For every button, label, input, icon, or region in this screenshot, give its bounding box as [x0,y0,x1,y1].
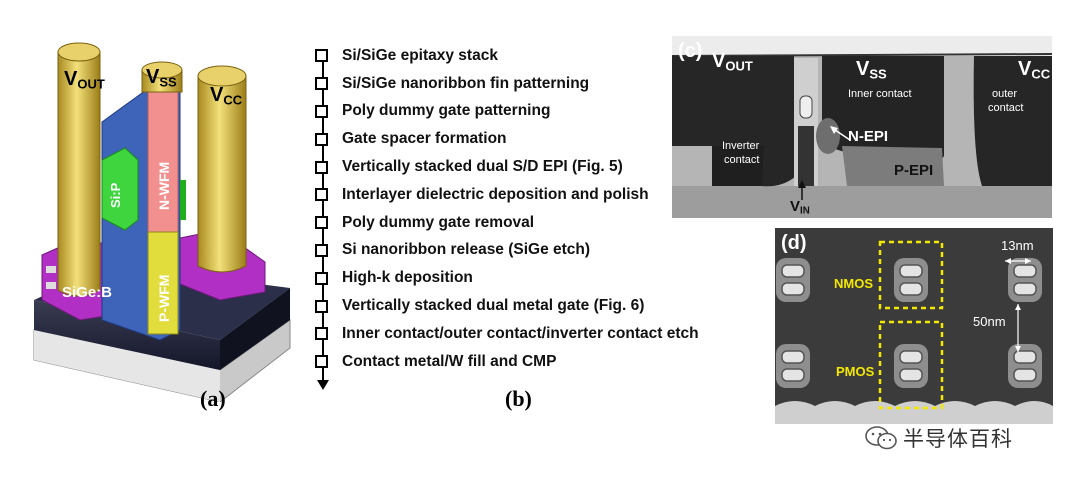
process-step-text: Inner contact/outer contact/inverter con… [342,324,699,342]
process-step: Poly dummy gate patterning [312,98,732,126]
caption-c: (c) [678,40,703,62]
nanoribbon [781,282,805,296]
si-p-label: Si:P [108,182,123,208]
vcc-label: VCC [210,84,243,108]
inverter-contact-label-1: Inverter [722,140,760,152]
tem-cross-section: (c) VOUT VSS VCC Inner contact outer con… [672,36,1052,218]
inverter-contact-label-2: contact [724,154,760,166]
pmos-label: PMOS [836,364,875,379]
step-marker-icon [315,271,328,285]
watermark: 半导体百科 [865,423,1013,453]
step-marker-icon [315,77,328,91]
process-step-text: Si/SiGe nanoribbon fin patterning [342,74,590,92]
watermark-text: 半导体百科 [903,427,1013,451]
process-step: High-k deposition [312,264,732,292]
process-step-text: Contact metal/W fill and CMP [342,352,557,370]
nanoribbon [899,264,923,278]
process-step: Poly dummy gate removal [312,209,732,237]
process-step: Interlayer dielectric deposition and pol… [312,181,732,209]
caption-a: (a) [200,386,226,411]
step-marker-icon [315,188,328,202]
nanoribbon [1013,368,1037,382]
process-step-text: Interlayer dielectric deposition and pol… [342,185,649,203]
nanoribbon [899,350,923,364]
step-marker-icon [315,299,328,313]
si-p [101,147,139,231]
process-step: Gate spacer formation [312,125,732,153]
process-step: Si nanoribbon release (SiGe etch) [312,237,732,265]
step-marker-icon [315,160,328,174]
nanoribbon [899,282,923,296]
process-step: Contact metal/W fill and CMP [312,348,732,376]
nanoribbon [1013,350,1037,364]
nanoribbon [899,368,923,382]
process-step: Si/SiGe nanoribbon fin patterning [312,70,732,98]
step-marker-icon [315,327,328,341]
caption-b: (b) [505,386,532,411]
step-marker-icon [315,104,328,118]
c-vout-label: VOUT [712,50,753,74]
substrate-gray-front [34,330,220,402]
flow-arrow-icon [317,380,329,390]
process-step-text: Vertically stacked dual metal gate (Fig.… [342,297,645,315]
process-step: Vertically stacked dual metal gate (Fig.… [312,292,732,320]
caption-d: (d) [781,232,807,254]
nmos-label: NMOS [834,276,873,291]
n-wfm-label: N-WFM [156,161,172,210]
process-step-text: Poly dummy gate patterning [342,102,551,120]
step-marker-icon [315,355,328,369]
c-vss-label: VSS [856,58,887,82]
outer-contact-label-2: contact [988,102,1024,114]
device-drawing [33,42,291,403]
pitch-dimension-label: 50nm [973,314,1006,329]
step-marker-icon [315,243,328,257]
n-epi-label: N-EPI [848,128,889,145]
process-step: Inner contact/outer contact/inverter con… [312,320,732,348]
outer-contact-label-1: outer [992,88,1018,100]
step-marker-icon [315,132,328,146]
process-step-text: Poly dummy gate removal [342,213,535,231]
vss-label: VSS [146,66,177,90]
oxide-side [220,288,290,370]
process-step: Vertically stacked dual S/D EPI (Fig. 5) [312,153,732,181]
tem-nanoribbon-view: (d) NMOS PMOS 13nm 50nm [775,228,1053,424]
nanoribbon [1013,264,1037,278]
wechat-icon [865,426,897,450]
process-step-text: Si nanoribbon release (SiGe etch) [342,241,591,259]
tem-d-drawing [775,228,1053,424]
process-step-text: Vertically stacked dual S/D EPI (Fig. 5) [342,158,623,176]
device-schematic: VOUT VSS VCC N-WFM P-WFM Si:P SiGe:B [20,30,310,403]
width-dimension-label: 13nm [1001,238,1034,253]
nanoribbon [1013,282,1037,296]
process-step: Si/SiGe epitaxy stack [312,42,732,70]
step-marker-icon [315,49,328,63]
tem-c-drawing [672,36,1052,218]
inner-contact-label: Inner contact [848,88,912,100]
nanoribbon [781,368,805,382]
process-step-text: High-k deposition [342,269,473,287]
sige-b-label: SiGe:B [62,284,113,301]
p-epi-label: P-EPI [894,162,934,179]
process-step-text: Si/SiGe epitaxy stack [342,46,498,64]
vin-label: VIN [790,198,810,217]
nanoribbon [781,350,805,364]
nanoribbon [781,264,805,278]
p-wfm-label: P-WFM [156,274,172,322]
p-wfm-bar [147,231,179,335]
vout-label: VOUT [64,68,105,92]
process-step-text: Gate spacer formation [342,130,507,148]
c-vcc-label: VCC [1018,58,1051,82]
step-marker-icon [315,216,328,230]
